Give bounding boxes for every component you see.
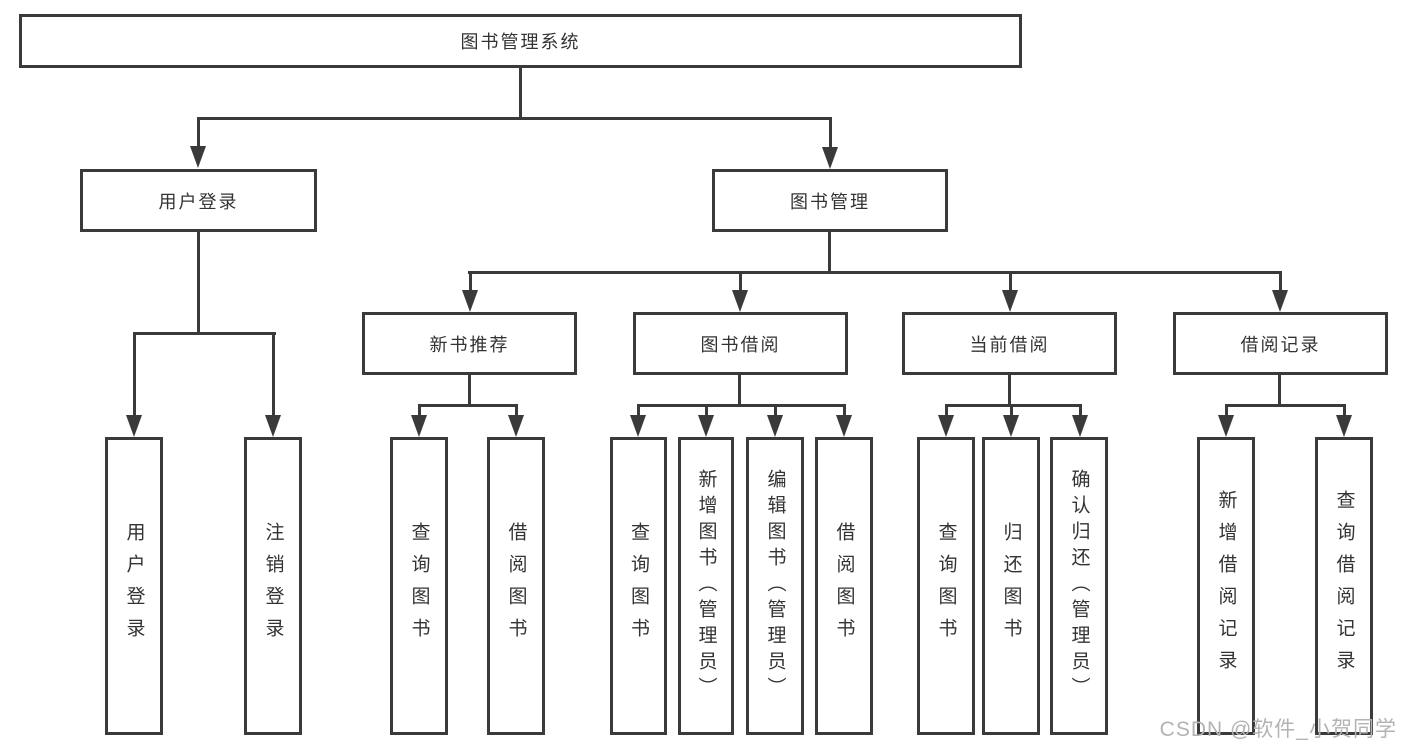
connector-line bbox=[945, 404, 948, 419]
arrow-down-icon bbox=[190, 146, 206, 168]
connector-line bbox=[469, 271, 472, 294]
node-current-borrowing: 当前借阅 bbox=[902, 312, 1117, 375]
connector-line bbox=[1009, 271, 1012, 294]
leaf-return-books: 归还图书 bbox=[982, 437, 1040, 735]
connector-line bbox=[1010, 404, 1013, 419]
connector-line bbox=[1008, 375, 1011, 406]
leaf-confirm-return-admin: 确认归还（管理员） bbox=[1050, 437, 1108, 735]
arrow-down-icon bbox=[265, 415, 281, 437]
connector-line bbox=[828, 232, 831, 273]
arrow-down-icon bbox=[767, 415, 783, 437]
connector-line bbox=[1225, 404, 1228, 419]
connector-line bbox=[418, 404, 421, 419]
connector-line bbox=[515, 404, 518, 419]
arrow-down-icon bbox=[508, 415, 524, 437]
connector-line bbox=[945, 404, 1082, 407]
arrow-down-icon bbox=[1003, 415, 1019, 437]
leaf-logout-label: 注销登录 bbox=[262, 522, 284, 650]
leaf-add-books-admin-label: 新增图书（管理员） bbox=[695, 469, 717, 703]
connector-line bbox=[519, 68, 522, 118]
connector-line bbox=[197, 117, 832, 120]
connector-line bbox=[738, 375, 741, 406]
leaf-borrow-books-label: 借阅图书 bbox=[505, 522, 527, 650]
connector-line bbox=[418, 404, 518, 407]
leaf-logout: 注销登录 bbox=[244, 437, 302, 735]
leaf-query-books-current: 查询图书 bbox=[917, 437, 975, 735]
arrow-down-icon bbox=[938, 415, 954, 437]
connector-line bbox=[1225, 404, 1346, 407]
connector-line bbox=[133, 332, 136, 418]
leaf-user-login-label: 用户登录 bbox=[123, 522, 145, 650]
connector-line bbox=[705, 404, 708, 419]
leaf-query-books-label: 查询图书 bbox=[628, 522, 649, 650]
connector-line bbox=[843, 404, 846, 419]
node-root: 图书管理系统 bbox=[19, 14, 1022, 68]
node-book-borrowing: 图书借阅 bbox=[633, 312, 848, 375]
connector-line bbox=[637, 404, 640, 419]
leaf-query-books-borrowing: 查询图书 bbox=[610, 437, 667, 735]
leaf-add-books-admin: 新增图书（管理员） bbox=[678, 437, 734, 735]
connector-line bbox=[774, 404, 777, 419]
csdn-watermark: CSDN @软件_小贺同学 bbox=[1159, 718, 1397, 741]
connector-line bbox=[1343, 404, 1346, 419]
arrow-down-icon bbox=[1272, 290, 1288, 312]
leaf-query-borrow-record-label: 查询借阅记录 bbox=[1333, 490, 1355, 682]
leaf-borrow-books-label: 借阅图书 bbox=[833, 522, 855, 650]
connector-line bbox=[468, 271, 1282, 274]
leaf-add-borrow-record-label: 新增借阅记录 bbox=[1215, 490, 1237, 682]
arrow-down-icon bbox=[1002, 290, 1018, 312]
connector-line bbox=[197, 117, 200, 150]
arrow-down-icon bbox=[1336, 415, 1352, 437]
arrow-down-icon bbox=[126, 415, 142, 437]
leaf-query-books-recommend: 查询图书 bbox=[390, 437, 448, 735]
connector-line bbox=[637, 404, 846, 407]
arrow-down-icon bbox=[1072, 415, 1088, 437]
connector-line bbox=[468, 375, 471, 406]
arrow-down-icon bbox=[822, 147, 838, 169]
node-new-book-recommend: 新书推荐 bbox=[362, 312, 577, 375]
leaf-edit-books-admin: 编辑图书（管理员） bbox=[746, 437, 804, 735]
connector-line bbox=[1278, 375, 1281, 406]
leaf-borrow-books-recommend: 借阅图书 bbox=[487, 437, 545, 735]
leaf-confirm-return-admin-label: 确认归还（管理员） bbox=[1068, 469, 1090, 703]
leaf-borrow-books-borrowing: 借阅图书 bbox=[815, 437, 873, 735]
leaf-edit-books-admin-label: 编辑图书（管理员） bbox=[764, 469, 786, 703]
connector-line bbox=[133, 332, 276, 335]
arrow-down-icon bbox=[1218, 415, 1234, 437]
arrow-down-icon bbox=[836, 415, 852, 437]
leaf-query-books-label: 查询图书 bbox=[408, 522, 430, 650]
leaf-add-borrow-record: 新增借阅记录 bbox=[1197, 437, 1255, 735]
connector-line bbox=[197, 232, 200, 335]
node-user-login: 用户登录 bbox=[80, 169, 317, 232]
arrow-down-icon bbox=[732, 290, 748, 312]
arrow-down-icon bbox=[630, 415, 646, 437]
arrow-down-icon bbox=[411, 415, 427, 437]
connector-line bbox=[829, 117, 832, 150]
connector-line bbox=[1079, 404, 1082, 419]
arrow-down-icon bbox=[698, 415, 714, 437]
leaf-return-books-label: 归还图书 bbox=[1000, 522, 1022, 650]
leaf-query-books-label: 查询图书 bbox=[935, 522, 957, 650]
connector-line bbox=[739, 271, 742, 294]
node-book-management: 图书管理 bbox=[712, 169, 948, 232]
leaf-query-borrow-record: 查询借阅记录 bbox=[1315, 437, 1373, 735]
connector-line bbox=[1279, 271, 1282, 294]
connector-line bbox=[272, 332, 275, 418]
arrow-down-icon bbox=[462, 290, 478, 312]
node-borrowing-records: 借阅记录 bbox=[1173, 312, 1388, 375]
leaf-user-login: 用户登录 bbox=[105, 437, 163, 735]
